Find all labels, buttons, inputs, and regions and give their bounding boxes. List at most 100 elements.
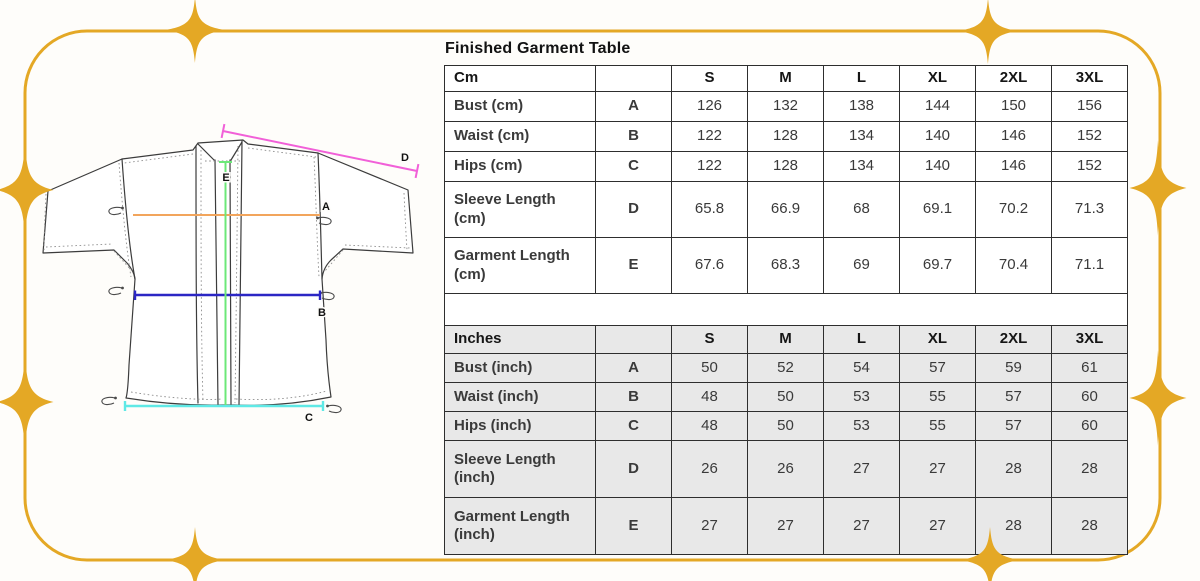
table-row: Sleeve Length (inch) D 26 26 27 27 28 28 [444,440,1128,498]
size-header: 3XL [1051,325,1128,354]
diagram-labels: A B C D E [221,151,411,426]
cell: 27 [823,497,900,555]
row-label: Hips (cm) [444,151,596,182]
row-label: Garment Length (inch) [444,497,596,555]
sparkle-icon [0,142,54,238]
cell: 50 [747,382,824,412]
sparkle-icon [165,527,225,581]
cell: 140 [899,151,976,182]
cell: 69.1 [899,181,976,238]
letter-column-header [595,65,672,92]
hips-line-c [123,401,325,411]
size-header: 3XL [1051,65,1128,92]
row-letter: D [595,440,672,498]
table-row: Garment Length (inch) E 27 27 27 27 28 2… [444,497,1128,555]
size-header: M [747,65,824,92]
label-d: D [401,152,409,164]
cell: 26 [671,440,748,498]
sparkle-icon [165,0,225,63]
size-header: 2XL [975,325,1052,354]
size-header: L [823,65,900,92]
cell: 128 [747,151,824,182]
table-row: Bust (inch) A 50 52 54 57 59 61 [444,353,1128,383]
sparkle-icon [1129,350,1187,446]
cell: 134 [823,151,900,182]
row-label: Hips (inch) [444,411,596,441]
cell: 28 [1051,497,1128,555]
sparkle-icon [0,354,54,450]
cell: 156 [1051,91,1128,122]
label-e: E [222,172,229,184]
length-line-e [219,161,232,405]
label-c: C [305,412,313,424]
letter-column-header [595,325,672,354]
cell: 140 [899,121,976,152]
cell: 52 [747,353,824,383]
cell: 57 [899,353,976,383]
cell: 138 [823,91,900,122]
table-row: Bust (cm) A 126 132 138 144 150 156 [444,91,1128,122]
cell: 27 [899,440,976,498]
label-b: B [318,307,326,319]
cell: 68 [823,181,900,238]
cell: 28 [1051,440,1128,498]
cell: 146 [975,121,1052,152]
cell: 59 [975,353,1052,383]
cell: 50 [671,353,748,383]
row-label: Sleeve Length (inch) [444,440,596,498]
cm-unit-header: Cm [444,65,596,92]
cell: 60 [1051,411,1128,441]
cell: 55 [899,411,976,441]
row-label: Garment Length (cm) [444,237,596,294]
row-label: Sleeve Length (cm) [444,181,596,238]
row-letter: C [595,151,672,182]
cell: 57 [975,382,1052,412]
table-spacer-row [444,293,1128,326]
spacer-cell [444,293,1128,326]
row-letter: B [595,382,672,412]
cell: 48 [671,411,748,441]
cm-header-row: Cm S M L XL 2XL 3XL [444,65,1128,92]
row-label: Bust (cm) [444,91,596,122]
cell: 53 [823,411,900,441]
size-table: Cm S M L XL 2XL 3XL Bust (cm) A 126 132 … [444,65,1128,555]
stitch-lines [43,145,411,404]
cell: 69 [823,237,900,294]
table-row: Waist (cm) B 122 128 134 140 146 152 [444,121,1128,152]
row-letter: C [595,411,672,441]
cell: 126 [671,91,748,122]
label-a: A [322,201,330,213]
size-header: S [671,65,748,92]
row-letter: B [595,121,672,152]
waist-line-b [133,290,322,300]
row-letter: E [595,237,672,294]
cell: 57 [975,411,1052,441]
cell: 132 [747,91,824,122]
sparkle-icon [1129,140,1187,236]
cell: 152 [1051,151,1128,182]
row-label: Bust (inch) [444,353,596,383]
cell: 65.8 [671,181,748,238]
cell: 50 [747,411,824,441]
row-label: Waist (inch) [444,382,596,412]
hook-clasps [101,206,342,414]
cell: 122 [671,151,748,182]
cell: 27 [899,497,976,555]
row-letter: E [595,497,672,555]
cell: 28 [975,497,1052,555]
sleeve-line-d [220,123,420,179]
cell: 71.3 [1051,181,1128,238]
cell: 152 [1051,121,1128,152]
page-title: Finished Garment Table [445,40,631,57]
cell: 70.4 [975,237,1052,294]
size-header: XL [899,325,976,354]
cell: 27 [823,440,900,498]
inch-unit-header: Inches [444,325,596,354]
size-header: XL [899,65,976,92]
row-letter: A [595,91,672,122]
inch-header-row: Inches S M L XL 2XL 3XL [444,325,1128,354]
table-row: Waist (inch) B 48 50 53 55 57 60 [444,382,1128,412]
garment-outline [42,139,414,406]
size-header: L [823,325,900,354]
cell: 71.1 [1051,237,1128,294]
